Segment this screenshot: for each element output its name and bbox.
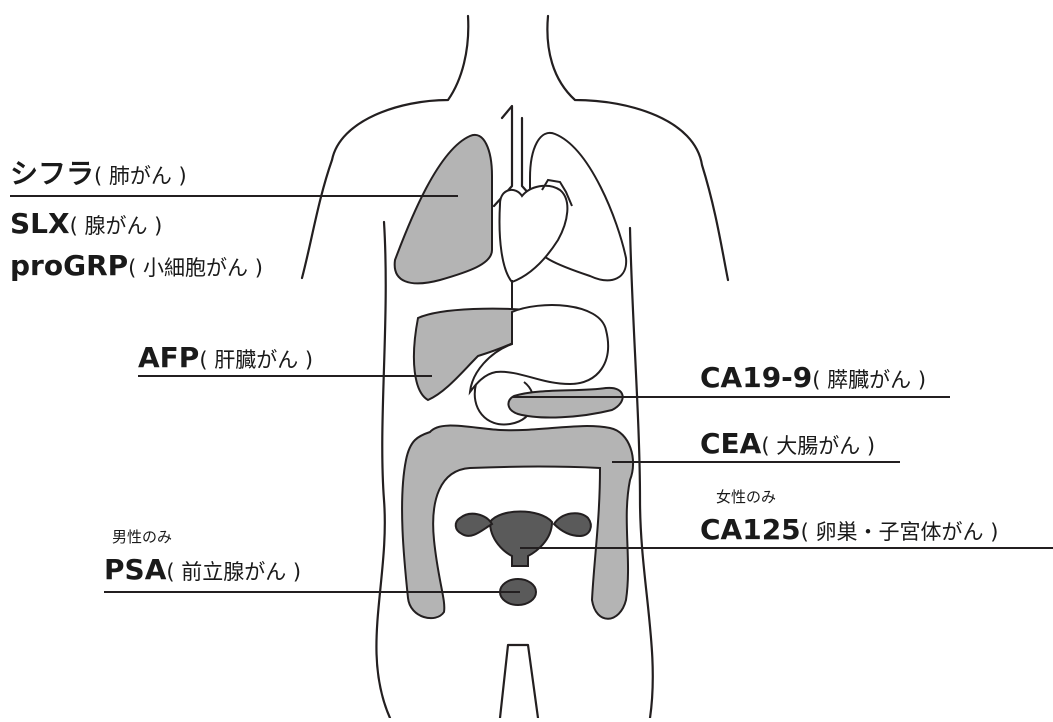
- cancer-type-slx: ( 腺がん ): [70, 214, 163, 238]
- right-ovary: [554, 513, 591, 536]
- cancer-type-progrp: ( 小細胞がん ): [128, 256, 263, 280]
- cancer-type-afp: ( 肝臓がん ): [199, 348, 313, 372]
- cancer-type-cea: ( 大腸がん ): [761, 434, 875, 458]
- marker-cyfra: シフラ: [10, 157, 94, 190]
- marker-slx: SLX: [10, 207, 70, 240]
- legs-inner: [500, 645, 538, 718]
- torso-left: [376, 222, 390, 718]
- left-lung: [395, 135, 492, 283]
- label-cyfra: シフラ( 肺がん ): [10, 160, 187, 188]
- note-ca125: 女性のみ: [716, 490, 776, 505]
- label-ca125: CA125( 卵巣・子宮体がん ): [700, 516, 998, 544]
- uterus: [490, 512, 552, 567]
- cancer-type-ca199: ( 膵臓がん ): [812, 368, 926, 392]
- label-progrp: proGRP( 小細胞がん ): [10, 252, 263, 280]
- left-ovary: [456, 514, 492, 536]
- label-afp: AFP( 肝臓がん ): [138, 344, 313, 372]
- cancer-type-psa: ( 前立腺がん ): [166, 560, 301, 584]
- note-psa: 男性のみ: [112, 530, 172, 545]
- marker-psa: PSA: [104, 553, 166, 586]
- heart: [500, 186, 568, 282]
- cancer-type-ca125: ( 卵巣・子宮体がん ): [801, 520, 999, 544]
- label-slx: SLX( 腺がん ): [10, 210, 162, 238]
- marker-cea: CEA: [700, 427, 761, 460]
- label-cea: CEA( 大腸がん ): [700, 430, 875, 458]
- marker-afp: AFP: [138, 341, 199, 374]
- label-ca199: CA19-9( 膵臓がん ): [700, 364, 926, 392]
- torso-right: [630, 228, 653, 718]
- marker-ca199: CA19-9: [700, 361, 812, 394]
- pancreas: [508, 388, 622, 418]
- label-psa: PSA( 前立腺がん ): [104, 556, 301, 584]
- cancer-type-cyfra: ( 肺がん ): [94, 164, 187, 188]
- marker-progrp: proGRP: [10, 249, 128, 282]
- marker-ca125: CA125: [700, 513, 801, 546]
